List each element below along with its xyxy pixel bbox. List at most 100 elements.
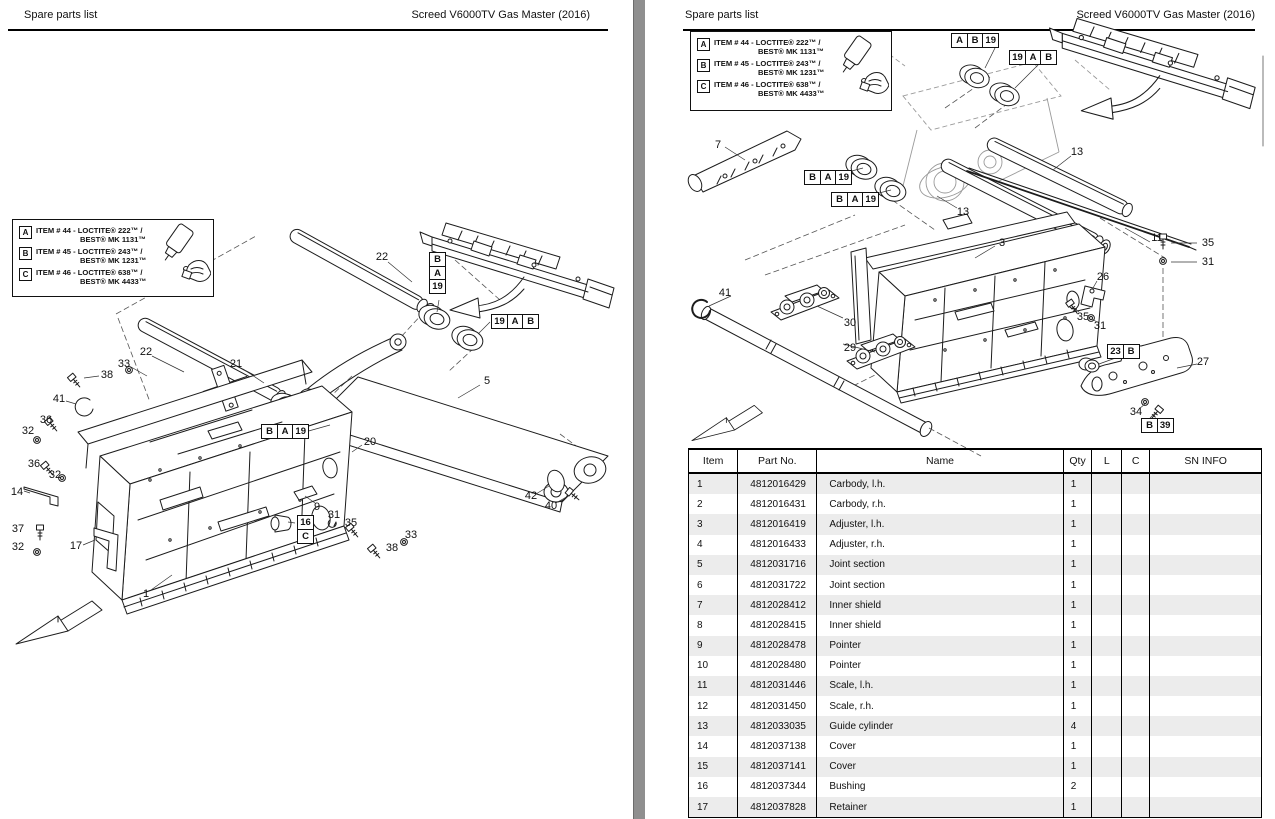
- table-cell: [1121, 554, 1151, 575]
- table-cell: [1121, 655, 1151, 676]
- carbody-drawing: [77, 359, 353, 615]
- part-number-callout: 34: [1129, 406, 1143, 418]
- table-cell: 3: [687, 514, 739, 535]
- adjuster-bracket-drawing: [1065, 233, 1167, 322]
- part-ref-cell: B: [804, 170, 821, 185]
- table-cell: [1091, 473, 1123, 495]
- table-cell: [1091, 615, 1123, 636]
- table-cell: [1121, 473, 1151, 495]
- table-cell: Inner shield: [816, 595, 1064, 616]
- left-page: Spare parts list Screed V6000TV Gas Mast…: [0, 0, 633, 819]
- part-ref-cell: A: [429, 265, 446, 281]
- table-cell: [1121, 514, 1151, 535]
- part-number-callout: 41: [52, 393, 66, 405]
- part-number-callout: 7: [714, 139, 722, 151]
- table-cell: 1: [1062, 494, 1093, 515]
- table-cell: [1149, 797, 1262, 818]
- table-cell: 1: [1062, 675, 1093, 697]
- exploded-view-diagram-right: [687, 17, 1264, 457]
- page-title: Spare parts list: [685, 9, 759, 21]
- small-parts-drawing: [23, 397, 565, 572]
- part-number-callout: 42: [524, 490, 538, 502]
- part-number-callout: 13: [956, 206, 970, 218]
- column-header: C: [1121, 449, 1151, 474]
- carbody-drawing: [850, 211, 1106, 404]
- table-cell: 8: [687, 615, 739, 636]
- legend-key-a: A: [19, 226, 32, 239]
- table-cell: [1149, 534, 1262, 555]
- part-number-callout: 11: [1151, 232, 1163, 244]
- part-number-callout: 33: [404, 529, 418, 541]
- part-ref-cell: 19: [491, 314, 508, 329]
- right-page: Spare parts list Screed V6000TV Gas Mast…: [645, 0, 1275, 819]
- part-ref-cell: 23: [1107, 344, 1124, 359]
- adhesive-bottle-icon: [842, 35, 889, 94]
- part-number-callout: 29: [843, 342, 857, 354]
- part-number-callout: 38: [385, 542, 399, 554]
- table-cell: [1091, 716, 1123, 737]
- column-header: SN INFO: [1149, 449, 1262, 474]
- table-cell: 1: [1062, 574, 1093, 596]
- part-ref-cell: B: [831, 192, 848, 207]
- table-cell: [1149, 716, 1262, 737]
- legend-key-a: A: [697, 38, 710, 51]
- table-cell: 4812031446: [737, 675, 818, 697]
- table-cell: 13: [687, 716, 739, 737]
- legend-key-c: C: [19, 268, 32, 281]
- table-cell: [1121, 534, 1151, 555]
- part-number-callout: 35: [1201, 237, 1215, 249]
- part-ref-cell: B: [261, 424, 278, 439]
- table-cell: [1091, 595, 1123, 616]
- part-number-callout: 36: [27, 458, 41, 470]
- part-ref-cell: B: [966, 33, 984, 48]
- part-number-callout: 40: [544, 500, 558, 512]
- part-number-callout: 32: [11, 541, 25, 553]
- part-number-callout: 1: [142, 588, 150, 600]
- document-title: Screed V6000TV Gas Master (2016): [1076, 9, 1255, 21]
- table-cell: Carbody, l.h.: [816, 473, 1064, 495]
- table-cell: 1: [1062, 595, 1093, 616]
- part-number-callout: 3: [998, 237, 1006, 249]
- column-header: Name: [816, 449, 1064, 474]
- legend-line1: ITEM # 46 - LOCTITE® 638™ /: [714, 80, 821, 89]
- table-cell: 11: [687, 675, 739, 697]
- table-cell: 4812037141: [737, 756, 818, 777]
- table-cell: Pointer: [816, 635, 1064, 656]
- part-ref-cell: B: [1040, 50, 1058, 65]
- table-cell: Guide cylinder: [816, 716, 1064, 737]
- table-cell: 1: [1062, 554, 1093, 575]
- part-ref-cell: 19: [835, 170, 853, 185]
- part-number-callout: 32: [48, 469, 62, 481]
- legend-key-b: B: [19, 247, 32, 260]
- table-cell: [1121, 797, 1151, 818]
- table-cell: 1: [1062, 473, 1093, 495]
- part-ref-cell: A: [1024, 50, 1042, 65]
- screed-assembly-drawing: [1048, 17, 1256, 120]
- table-cell: [1149, 494, 1262, 515]
- table-cell: [1091, 776, 1123, 797]
- table-cell: 4812037828: [737, 797, 818, 818]
- column-header: L: [1091, 449, 1123, 474]
- adhesive-bottle-icon: [164, 223, 211, 282]
- part-ref-cell: 19: [982, 33, 1000, 48]
- table-cell: Cover: [816, 756, 1064, 777]
- legend-key-c: C: [697, 80, 710, 93]
- table-cell: Inner shield: [816, 615, 1064, 636]
- table-cell: 4: [1062, 716, 1093, 737]
- part-ref-cell: B: [1122, 344, 1140, 359]
- table-cell: [1091, 736, 1123, 757]
- legend-line2: BEST® MK 1131™: [80, 235, 146, 244]
- legend-line2: BEST® MK 1131™: [758, 47, 824, 56]
